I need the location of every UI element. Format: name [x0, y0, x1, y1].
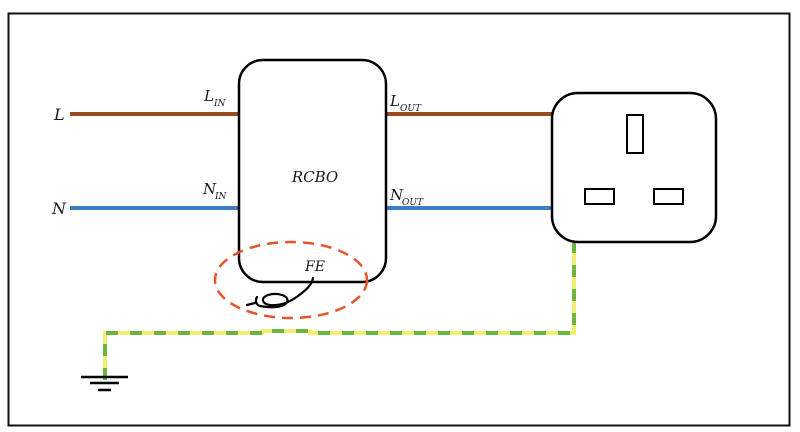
functional-earth-lead — [245, 276, 315, 309]
rcbo-label: RCBO — [291, 168, 338, 186]
svg-text:N: N — [389, 186, 404, 204]
l-out-label: L OUT — [389, 92, 422, 114]
socket-outlet — [550, 91, 718, 244]
l-in-label: L IN — [203, 87, 227, 109]
n-out-label: N OUT — [389, 186, 424, 208]
neutral-pin-slot — [653, 188, 684, 205]
live-label: L — [53, 105, 65, 124]
earth-pin-slot — [626, 114, 644, 154]
svg-text:N: N — [202, 180, 217, 198]
svg-text:OUT: OUT — [400, 104, 422, 114]
earth-wire — [103, 243, 576, 380]
fe-highlight-ellipse — [213, 240, 369, 320]
n-in-label: N IN — [202, 180, 228, 202]
svg-text:OUT: OUT — [402, 198, 424, 208]
svg-text:IN: IN — [213, 99, 227, 109]
svg-text:L: L — [203, 87, 214, 105]
fe-label: FE — [304, 259, 325, 275]
ground-symbol-icon — [81, 375, 128, 392]
svg-text:L: L — [389, 92, 400, 110]
live-pin-slot — [584, 188, 615, 205]
svg-text:IN: IN — [214, 192, 228, 202]
neutral-label: N — [51, 199, 67, 218]
